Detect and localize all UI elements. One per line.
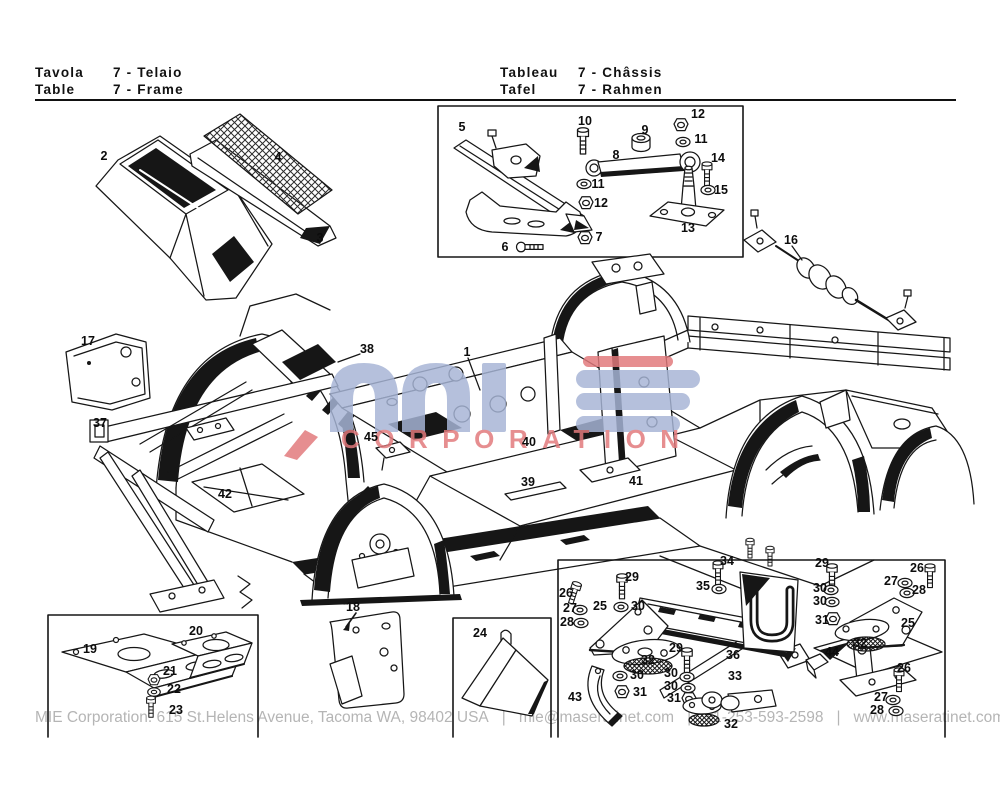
header-rule (35, 99, 956, 101)
table-title-left: Tavola 7 - Telaio Table 7 - Frame (35, 64, 184, 98)
title-label-de: Tafel (500, 82, 537, 97)
engine-mount-box (557, 559, 946, 738)
steering-damper (743, 209, 917, 331)
bottom-left-brackets (47, 611, 405, 738)
air-duct-assembly (95, 113, 337, 301)
title-value-en: 7 - Frame (113, 82, 184, 97)
title-label-en: Table (35, 82, 76, 97)
title-value-de: 7 - Rahmen (578, 82, 663, 97)
title-value-it: 7 - Telaio (113, 65, 183, 80)
title-label-it: Tavola (35, 65, 84, 80)
gusset-box-24 (452, 617, 552, 738)
footer-separator: | (687, 709, 692, 726)
footer-separator: | (836, 709, 841, 726)
table-title-right: Tableau 7 - Châssis Tafel 7 - Rahmen (500, 64, 663, 98)
mount-plate-17 (65, 333, 151, 411)
footer-separator: | (501, 709, 506, 726)
chassis-drawing (89, 253, 975, 613)
inset-box-fasteners (437, 105, 744, 258)
title-label-fr: Tableau (500, 65, 559, 80)
footer-segment: +1-253-593-2598 (704, 709, 824, 726)
title-value-fr: 7 - Châssis (578, 65, 663, 80)
